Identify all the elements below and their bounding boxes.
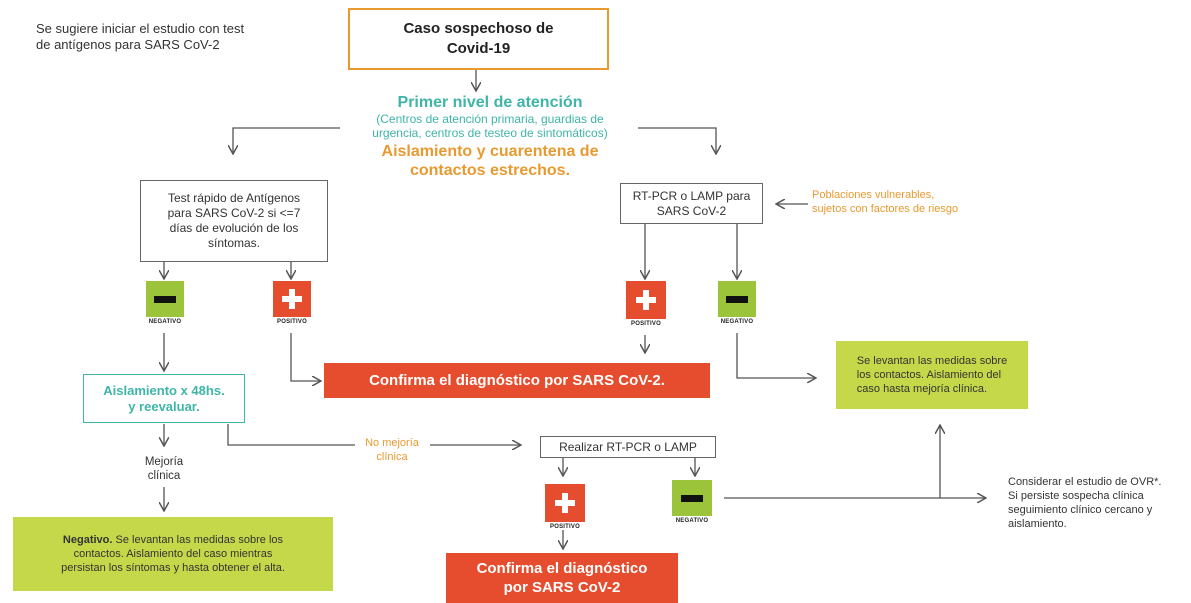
first-level-block: Primer nivel de atención (Centros de ate… xyxy=(300,94,680,180)
no-improvement-line1: No mejoría xyxy=(365,437,419,449)
antigen-test-box: Test rápido de Antígenos para SARS CoV-2… xyxy=(140,180,328,262)
lift-measures-line3: caso hasta mejoría clínica. xyxy=(856,383,988,395)
antigen-line2: para SARS CoV-2 si <=7 xyxy=(167,206,301,220)
antigen-line3: días de evolución de los xyxy=(169,221,299,235)
confirm-bottom-line1: Confirma el diagnóstico xyxy=(476,560,648,577)
isolation-line1: Aislamiento y cuarentena de xyxy=(381,143,599,160)
bottom-negative-result: NEGATIVO xyxy=(672,480,712,524)
arrow-to-left-branch xyxy=(233,127,340,153)
negative-box-bold: Negativo. xyxy=(62,534,113,546)
rtpcr-line1: RT-PCR o LAMP para xyxy=(632,188,751,203)
first-level-title: Primer nivel de atención xyxy=(397,94,583,111)
vulnerable-line1: Poblaciones vulnerables, xyxy=(812,189,935,201)
rtpcr-negative-result: NEGATIVO xyxy=(718,281,756,325)
ovr-line1: Considerar el estudio de OVR*. xyxy=(1008,476,1162,488)
negative-box-line2: contactos. Aislamiento del caso mientras xyxy=(73,548,273,560)
ovr-line4: aislamiento. xyxy=(1008,518,1067,530)
line-isolation-to-noimprovement xyxy=(227,424,355,446)
vulnerable-line2: sujetos con factores de riesgo xyxy=(812,203,959,215)
positive-label: POSITIVO xyxy=(277,319,307,325)
minus-icon xyxy=(672,480,712,516)
negative-label: NEGATIVO xyxy=(675,518,709,524)
antigen-negative-result: NEGATIVO xyxy=(146,281,184,325)
arrow-pos-to-confirm xyxy=(290,333,320,381)
confirm-diagnosis-text: Confirma el diagnóstico por SARS CoV-2. xyxy=(369,372,665,389)
minus-icon xyxy=(718,281,756,317)
perform-rtpcr-box: Realizar RT-PCR o LAMP xyxy=(540,436,716,458)
lift-measures-line1: Se levantan las medidas sobre xyxy=(856,355,1008,367)
antigen-positive-result: POSITIVO xyxy=(273,281,311,325)
rtpcr-lamp-box: RT-PCR o LAMP para SARS CoV-2 xyxy=(620,183,763,224)
vulnerable-note: Poblaciones vulnerables, sujetos con fac… xyxy=(812,188,1012,216)
first-level-sub2: urgencia, centros de testeo de sintomáti… xyxy=(372,126,608,140)
negative-box-line1: Negativo. Se levantan las medidas sobre … xyxy=(61,533,285,547)
suspect-case-line1: Caso sospechoso de xyxy=(403,20,554,37)
negative-box-line1-rest: Se levantan las medidas sobre los xyxy=(112,534,284,546)
perform-rtpcr-text: Realizar RT-PCR o LAMP xyxy=(559,439,697,454)
confirm-bottom-line2: por SARS CoV-2 xyxy=(503,579,621,596)
suspect-case-line2: Covid-19 xyxy=(446,40,511,57)
isolation-line2: contactos estrechos. xyxy=(409,162,571,179)
negative-label: NEGATIVO xyxy=(148,319,182,325)
intro-note: Se sugiere iniciar el estudio con test d… xyxy=(36,21,336,53)
confirm-diagnosis-box: Confirma el diagnóstico por SARS CoV-2. xyxy=(324,363,710,398)
rtpcr-line2: SARS CoV-2 xyxy=(656,203,727,218)
arrow-to-right-branch xyxy=(638,127,716,153)
no-improvement-line2: clínica xyxy=(376,451,408,463)
negative-label: NEGATIVO xyxy=(720,319,754,325)
improvement-line1: Mejoría xyxy=(144,456,184,468)
antigen-line4: síntomas. xyxy=(207,236,261,250)
isolation-48h-box: Aislamiento x 48hs. y reevaluar. xyxy=(83,374,245,423)
minus-icon xyxy=(146,281,184,317)
ovr-line2: Si persiste sospecha clínica xyxy=(1008,490,1144,502)
lift-measures-box: Se levantan las medidas sobre los contac… xyxy=(836,341,1028,409)
plus-icon xyxy=(626,281,666,319)
confirm-diagnosis-bottom-box: Confirma el diagnóstico por SARS CoV-2 xyxy=(446,553,678,603)
no-clinical-improvement: No mejoría clínica xyxy=(352,436,432,464)
plus-icon xyxy=(545,484,585,522)
improvement-line2: clínica xyxy=(147,470,181,482)
suspect-case-box: Caso sospechoso de Covid-19 xyxy=(348,8,609,70)
negative-result-box: Negativo. Se levantan las medidas sobre … xyxy=(13,517,333,591)
first-level-sub1: (Centros de atención primaria, guardias … xyxy=(376,112,604,126)
rtpcr-positive-result: POSITIVO xyxy=(626,281,666,327)
positive-label: POSITIVO xyxy=(631,321,661,327)
positive-label: POSITIVO xyxy=(550,524,580,530)
negative-box-line3: persistan los síntomas y hasta obtener e… xyxy=(61,562,285,574)
clinical-improvement: Mejoría clínica xyxy=(124,455,204,483)
intro-note-line1: Se sugiere iniciar el estudio con test xyxy=(36,21,245,36)
antigen-line1: Test rápido de Antígenos xyxy=(167,191,301,205)
isolation-48h-line2: y reevaluar. xyxy=(128,398,200,414)
bottom-positive-result: POSITIVO xyxy=(545,484,585,530)
plus-icon xyxy=(273,281,311,317)
arrow-neg-to-lift xyxy=(736,333,815,378)
lift-measures-line2: los contactos. Aislamiento del xyxy=(856,369,1002,381)
isolation-48h-line1: Aislamiento x 48hs. xyxy=(103,382,225,398)
ovr-note: Considerar el estudio de OVR*. Si persis… xyxy=(1008,475,1190,531)
intro-note-line2: de antígenos para SARS CoV-2 xyxy=(36,37,220,52)
ovr-line3: seguimiento clínico cercano y xyxy=(1008,504,1153,516)
